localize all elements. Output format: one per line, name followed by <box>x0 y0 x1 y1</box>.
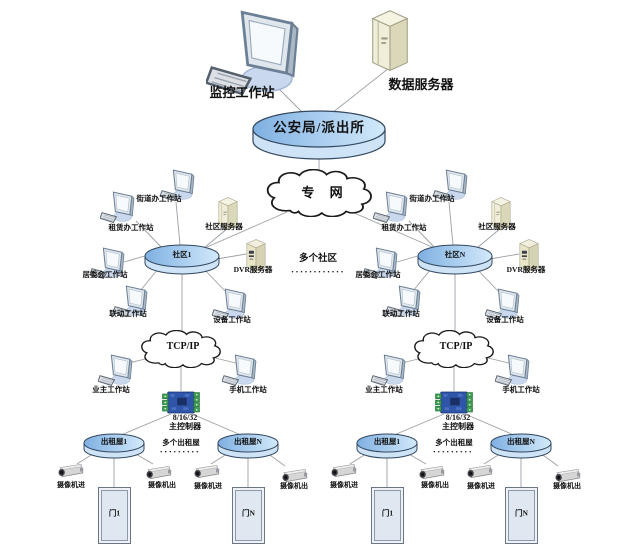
committee-ws-label: 居委会工作站 <box>82 270 128 279</box>
camera-in-icon <box>467 464 493 479</box>
police-station-disk <box>252 110 386 160</box>
door-panel <box>508 490 535 541</box>
rental-house-label: 出租屋1 <box>100 437 128 446</box>
door: 门N <box>232 487 265 544</box>
camera-in-label: 摄像机进 <box>330 481 358 489</box>
controller-model-label: 8/16/32 <box>172 413 198 422</box>
community-disk <box>417 244 493 275</box>
committee-ws-label: 居委会工作站 <box>355 270 401 279</box>
controller-name-label: 主控制器 <box>442 422 474 431</box>
rental-house-n-disk <box>490 433 552 459</box>
camera-out-icon <box>555 468 581 483</box>
door-label: 门N <box>242 508 255 518</box>
camera-in-icon <box>58 463 84 478</box>
community-label: 社区N <box>444 250 466 259</box>
rentals-dots: ········· <box>432 447 474 457</box>
street-office-ws-label: 街道办工作站 <box>136 194 182 203</box>
mobile-ws-label: 手机工作站 <box>229 385 267 394</box>
private-network-label: 专 网 <box>301 185 349 200</box>
tcpip-label: TCP/IP <box>439 341 473 352</box>
mobile-workstation-icon <box>222 354 257 386</box>
camera-in-icon <box>194 464 220 479</box>
camera-in-icon <box>331 463 357 478</box>
owner-workstation-icon <box>371 354 406 386</box>
rental-house-label: 出租屋N <box>234 437 262 446</box>
community-label: 社区1 <box>172 250 192 259</box>
rental-house-1-disk <box>83 433 145 459</box>
door-panel <box>374 490 401 541</box>
rental-office-ws-label: 租赁办工作站 <box>108 223 154 232</box>
equipment-ws-label: 设备工作站 <box>213 315 251 324</box>
camera-in-label: 摄像机进 <box>57 481 85 489</box>
rentals-dots: ········· <box>159 447 201 457</box>
rental-house-label: 出租屋1 <box>373 437 401 446</box>
street-office-ws-label: 街道办工作站 <box>409 194 455 203</box>
door-label: 门1 <box>381 508 394 518</box>
main-controller-icon <box>435 391 473 414</box>
door-label: 门1 <box>108 508 121 518</box>
rental-office-ws-label: 租赁办工作站 <box>381 223 427 232</box>
owner-ws-label: 业主工作站 <box>365 385 403 394</box>
main-controller-icon <box>162 391 200 414</box>
door-label: 门N <box>515 508 528 518</box>
camera-out-label: 摄像机出 <box>553 482 581 490</box>
controller-name-label: 主控制器 <box>169 422 201 431</box>
community-branch-1: 社区1 街道办工作站 租赁办工作站 居委会工作站 联动工作站 设备工作站 社区服… <box>57 169 308 544</box>
rental-office-workstation-icon <box>373 191 408 223</box>
camera-out-label: 摄像机出 <box>421 481 449 489</box>
door-panel <box>101 490 128 541</box>
multiple-rentals-label: 多个出租屋 <box>435 438 473 447</box>
door: 门1 <box>98 487 131 544</box>
multiple-rentals-label: 多个出租屋 <box>162 438 200 447</box>
rental-office-workstation-icon <box>100 191 135 223</box>
monitor-workstation-label: 监控工作站 <box>209 85 275 100</box>
door: 门1 <box>371 487 404 544</box>
linkage-ws-label: 联动工作站 <box>109 309 147 318</box>
camera-in-label: 摄像机进 <box>194 482 222 490</box>
dvr-server-label: DVR服务器 <box>506 265 546 274</box>
top-connector-lines <box>206 67 433 248</box>
equipment-ws-label: 设备工作站 <box>486 315 524 324</box>
community-branch-n: 社区N 街道办工作站 租赁办工作站 居委会工作站 联动工作站 设备工作站 社区服… <box>273 0 617 555</box>
controller-model-label: 8/16/32 <box>445 413 471 422</box>
camera-out-icon <box>146 465 172 480</box>
communities-dots: ············ <box>290 267 346 277</box>
camera-out-label: 摄像机出 <box>280 482 308 490</box>
community-server-label: 社区服务器 <box>205 222 243 231</box>
mobile-ws-label: 手机工作站 <box>502 385 540 394</box>
linkage-ws-label: 联动工作站 <box>382 309 420 318</box>
multiple-communities-label: 多个社区 <box>298 254 338 264</box>
camera-out-icon <box>419 465 445 480</box>
branch-graphics <box>331 169 581 487</box>
camera-in-label: 摄像机进 <box>467 482 495 490</box>
mobile-workstation-icon <box>495 354 530 386</box>
owner-workstation-icon <box>98 354 133 386</box>
door: 门N <box>505 487 538 544</box>
branch-graphics <box>58 169 308 487</box>
owner-ws-label: 业主工作站 <box>92 385 130 394</box>
door-panel <box>235 490 262 541</box>
rental-house-1-disk <box>356 433 418 459</box>
rental-house-n-disk <box>217 433 279 459</box>
data-server-label: 数据服务器 <box>388 77 454 92</box>
tcpip-label: TCP/IP <box>166 341 200 352</box>
community-server-label: 社区服务器 <box>478 222 516 231</box>
police-station-label: 公安局/派出所 <box>273 120 365 135</box>
camera-out-label: 摄像机出 <box>148 481 176 489</box>
community-disk <box>144 244 220 275</box>
dvr-server-label: DVR服务器 <box>233 265 273 274</box>
rental-house-label: 出租屋N <box>507 437 535 446</box>
